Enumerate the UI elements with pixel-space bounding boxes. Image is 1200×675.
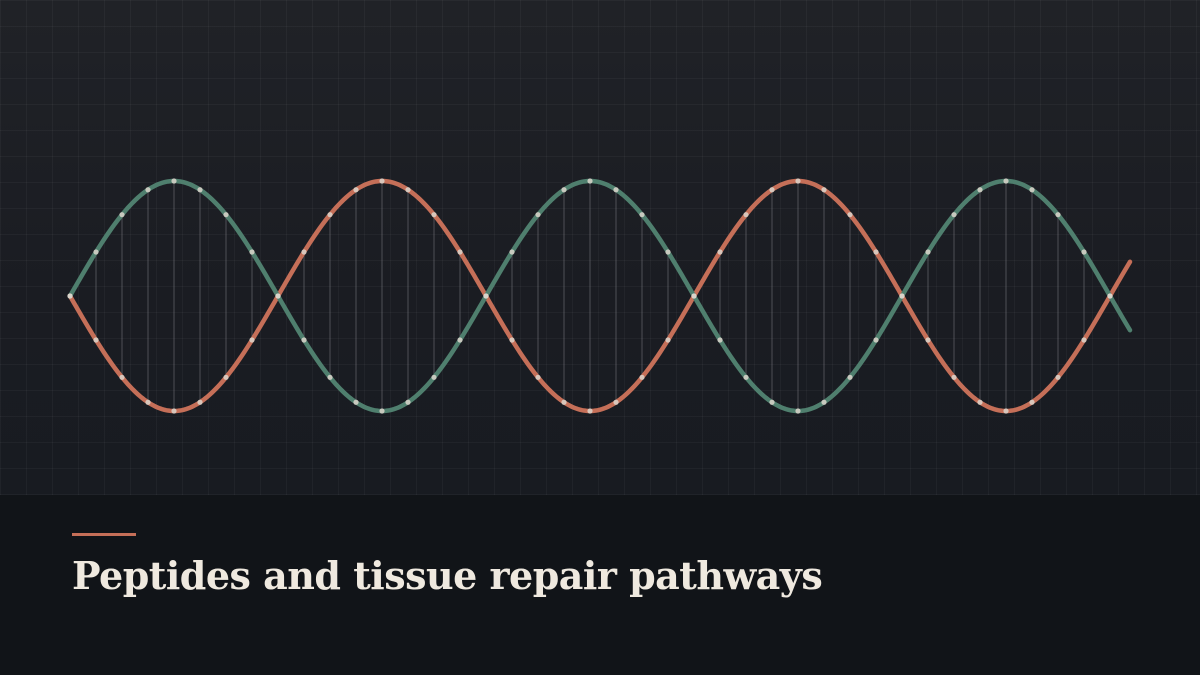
hero-illustration [0, 0, 1200, 495]
helix-node [119, 212, 125, 218]
helix-node [379, 408, 385, 414]
helix-node [769, 399, 775, 405]
helix-node [171, 178, 177, 184]
helix-node [145, 187, 151, 193]
helix-node [639, 212, 645, 218]
helix-node [743, 374, 749, 380]
helix-node [1081, 337, 1087, 343]
helix-node [301, 337, 307, 343]
helix-node [1029, 399, 1035, 405]
helix-node [743, 212, 749, 218]
helix-node [821, 399, 827, 405]
helix-node [977, 399, 983, 405]
helix-node [301, 249, 307, 255]
helix-node [561, 399, 567, 405]
helix-node [145, 399, 151, 405]
helix-node [171, 408, 177, 414]
helix-node [535, 374, 541, 380]
helix-node [717, 249, 723, 255]
helix-node [119, 374, 125, 380]
helix-node [847, 374, 853, 380]
helix-node [197, 399, 203, 405]
helix-node [587, 408, 593, 414]
helix-node [535, 212, 541, 218]
helix-node [1055, 374, 1061, 380]
helix-node [327, 374, 333, 380]
helix-node [223, 374, 229, 380]
helix-node [613, 187, 619, 193]
accent-rule [72, 533, 136, 536]
helix-node [457, 337, 463, 343]
helix-node [67, 293, 73, 299]
helix-node [353, 187, 359, 193]
helix-node [899, 293, 905, 299]
helix-node [509, 337, 515, 343]
helix-node [1055, 212, 1061, 218]
helix-node [1107, 293, 1113, 299]
helix-node [353, 399, 359, 405]
helix-node [587, 178, 593, 184]
helix-node [847, 212, 853, 218]
helix-node [925, 337, 931, 343]
helix-node [223, 212, 229, 218]
helix-node [977, 187, 983, 193]
helix-node [951, 212, 957, 218]
helix-node [639, 374, 645, 380]
caption-bar: Peptides and tissue repair pathways [0, 495, 1200, 675]
helix-node [457, 249, 463, 255]
helix-node [1029, 187, 1035, 193]
helix-node [93, 249, 99, 255]
helix-node [795, 178, 801, 184]
helix-node [795, 408, 801, 414]
page-title: Peptides and tissue repair pathways [72, 553, 823, 598]
helix-node [717, 337, 723, 343]
helix-node [275, 293, 281, 299]
helix-node [379, 178, 385, 184]
helix-node [431, 374, 437, 380]
helix-node [327, 212, 333, 218]
helix-node [665, 249, 671, 255]
helix-node [405, 187, 411, 193]
helix-node [665, 337, 671, 343]
helix-node [249, 337, 255, 343]
helix-node [873, 249, 879, 255]
helix-node [405, 399, 411, 405]
helix-node [691, 293, 697, 299]
helix-node [431, 212, 437, 218]
helix-node [769, 187, 775, 193]
helix-node [483, 293, 489, 299]
helix-node [951, 374, 957, 380]
helix-node [509, 249, 515, 255]
helix-node [561, 187, 567, 193]
helix-node [93, 337, 99, 343]
helix-node [873, 337, 879, 343]
helix-node [197, 187, 203, 193]
helix-node [1081, 249, 1087, 255]
helix-node [1003, 408, 1009, 414]
helix-node [249, 249, 255, 255]
dna-helix-icon [67, 178, 1133, 414]
helix-node [925, 249, 931, 255]
helix-node [1003, 178, 1009, 184]
helix-node [613, 399, 619, 405]
helix-node [821, 187, 827, 193]
